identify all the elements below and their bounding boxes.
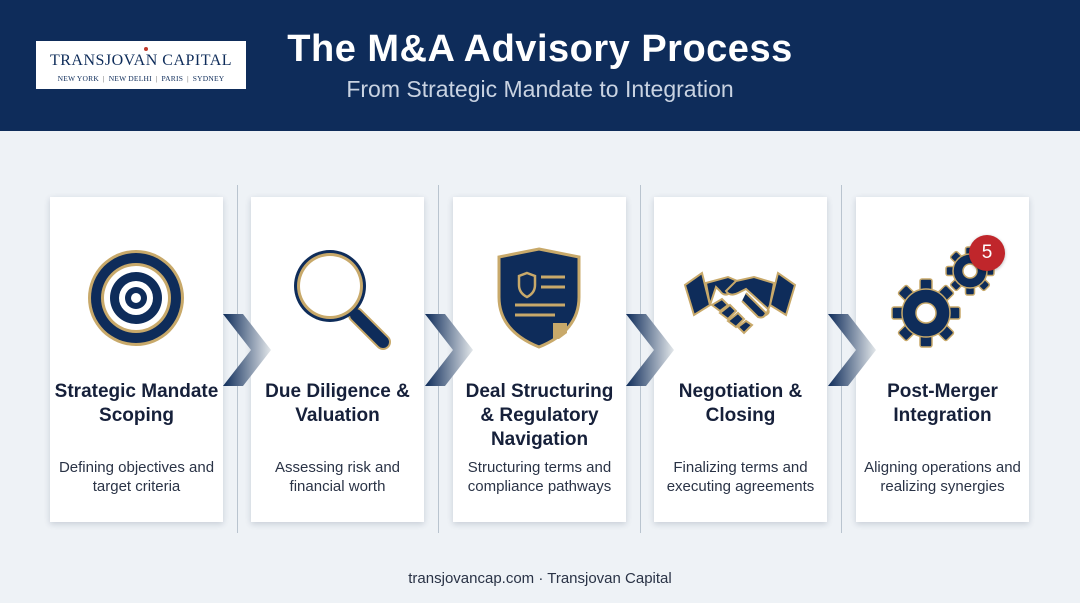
process-step-5[interactable]: 5 Post-Merger Integration Aligning opera…: [856, 197, 1029, 522]
chevron-right-icon: [423, 314, 475, 386]
page-subtitle: From Strategic Mandate to Integration: [346, 76, 734, 102]
page-title: The M&A Advisory Process: [287, 28, 793, 70]
footer-text[interactable]: transjovancap.com · Transjovan Capital: [408, 570, 672, 587]
step-title: Negotiation & Closing: [678, 381, 803, 426]
step-title: Deal Structuring & Regulatory Navigation: [465, 381, 614, 450]
column-divider: [640, 185, 641, 533]
chevron-right-icon: [624, 314, 676, 386]
step-description: Aligning operations and realizing synerg…: [864, 459, 1021, 495]
logo-city: PARIS: [161, 74, 184, 83]
shield-document-icon: [479, 243, 599, 353]
logo-city: NEW DELHI: [108, 74, 152, 83]
step-number-badge: 5: [969, 235, 1005, 271]
column-divider: [438, 185, 439, 533]
column-divider: [841, 185, 842, 533]
step-description: Structuring terms and compliance pathway…: [467, 459, 612, 495]
company-logo[interactable]: TRANSJOVAN CAPITAL NEW YORK|NEW DELHI|PA…: [36, 41, 246, 89]
step-description: Assessing risk and financial worth: [274, 459, 401, 495]
handshake-icon: [680, 243, 800, 353]
step-description: Defining objectives and target criteria: [58, 459, 215, 495]
logo-wordmark: TRANSJOVAN CAPITAL: [49, 52, 233, 69]
header-banner: TRANSJOVAN CAPITAL NEW YORK|NEW DELHI|PA…: [0, 0, 1080, 131]
target-icon: [76, 243, 196, 353]
chevron-right-icon: [826, 314, 878, 386]
process-step-4[interactable]: Negotiation & Closing Finalizing terms a…: [654, 197, 827, 522]
step-title: Post-Merger Integration: [887, 381, 998, 426]
process-step-1[interactable]: Strategic Mandate Scoping Defining objec…: [50, 197, 223, 522]
magnifying-glass-icon: [277, 243, 397, 353]
logo-city: NEW YORK: [57, 74, 99, 83]
chevron-right-icon: [221, 314, 273, 386]
process-step-2[interactable]: Due Diligence & Valuation Assessing risk…: [251, 197, 424, 522]
gears-icon: [882, 243, 1002, 353]
step-description: Finalizing terms and executing agreement…: [666, 459, 815, 495]
logo-accent-dot: [144, 47, 148, 51]
step-title: Due Diligence & Valuation: [265, 381, 410, 426]
column-divider: [237, 185, 238, 533]
logo-city: SYDNEY: [192, 74, 225, 83]
process-step-3[interactable]: Deal Structuring & Regulatory Navigation…: [453, 197, 626, 522]
logo-cities: NEW YORK|NEW DELHI|PARIS|SYDNEY: [57, 74, 225, 83]
step-title: Strategic Mandate Scoping: [54, 381, 219, 426]
